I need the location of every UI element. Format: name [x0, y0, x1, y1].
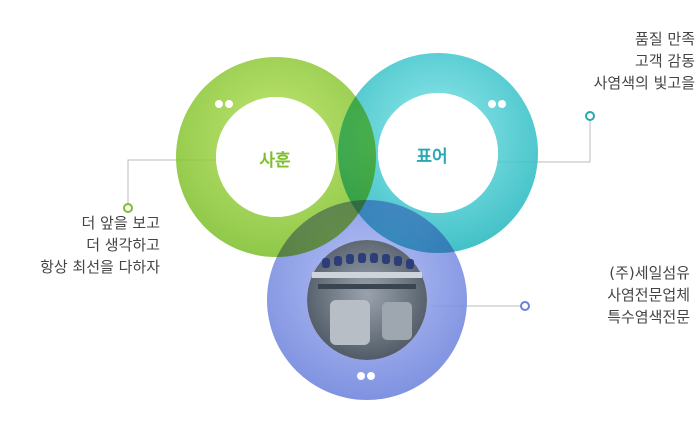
- caption-line: (주)세일섬유: [609, 264, 690, 282]
- caption-line: 더 생각하고: [86, 236, 160, 254]
- dots-bottom: [357, 372, 375, 380]
- caption-bottom-right: (주)세일섬유 사염전문업체 특수염색전문: [540, 262, 690, 328]
- dots-right: [488, 100, 506, 108]
- caption-line: 고객 감동: [635, 52, 695, 70]
- caption-top-right: 품질 만족 고객 감동 사염색의 빛고을: [545, 28, 695, 94]
- dots-left: [215, 100, 233, 108]
- caption-line: 항상 최선을 다하자: [40, 258, 160, 276]
- caption-line: 사염색의 빛고을: [593, 74, 695, 92]
- factory-photo: [307, 240, 427, 360]
- caption-line: 사염전문업체: [607, 286, 690, 304]
- caption-left: 더 앞을 보고 더 생각하고 항상 최선을 다하자: [8, 212, 160, 278]
- caption-line: 특수염색전문: [607, 308, 690, 326]
- caption-line: 품질 만족: [635, 30, 695, 48]
- caption-line: 더 앞을 보고: [81, 214, 160, 232]
- ring-left-label: 사훈: [259, 151, 291, 171]
- ring-right-label: 표어: [416, 147, 448, 167]
- ring-left-center: [216, 97, 336, 217]
- ring-right-center: [378, 93, 498, 213]
